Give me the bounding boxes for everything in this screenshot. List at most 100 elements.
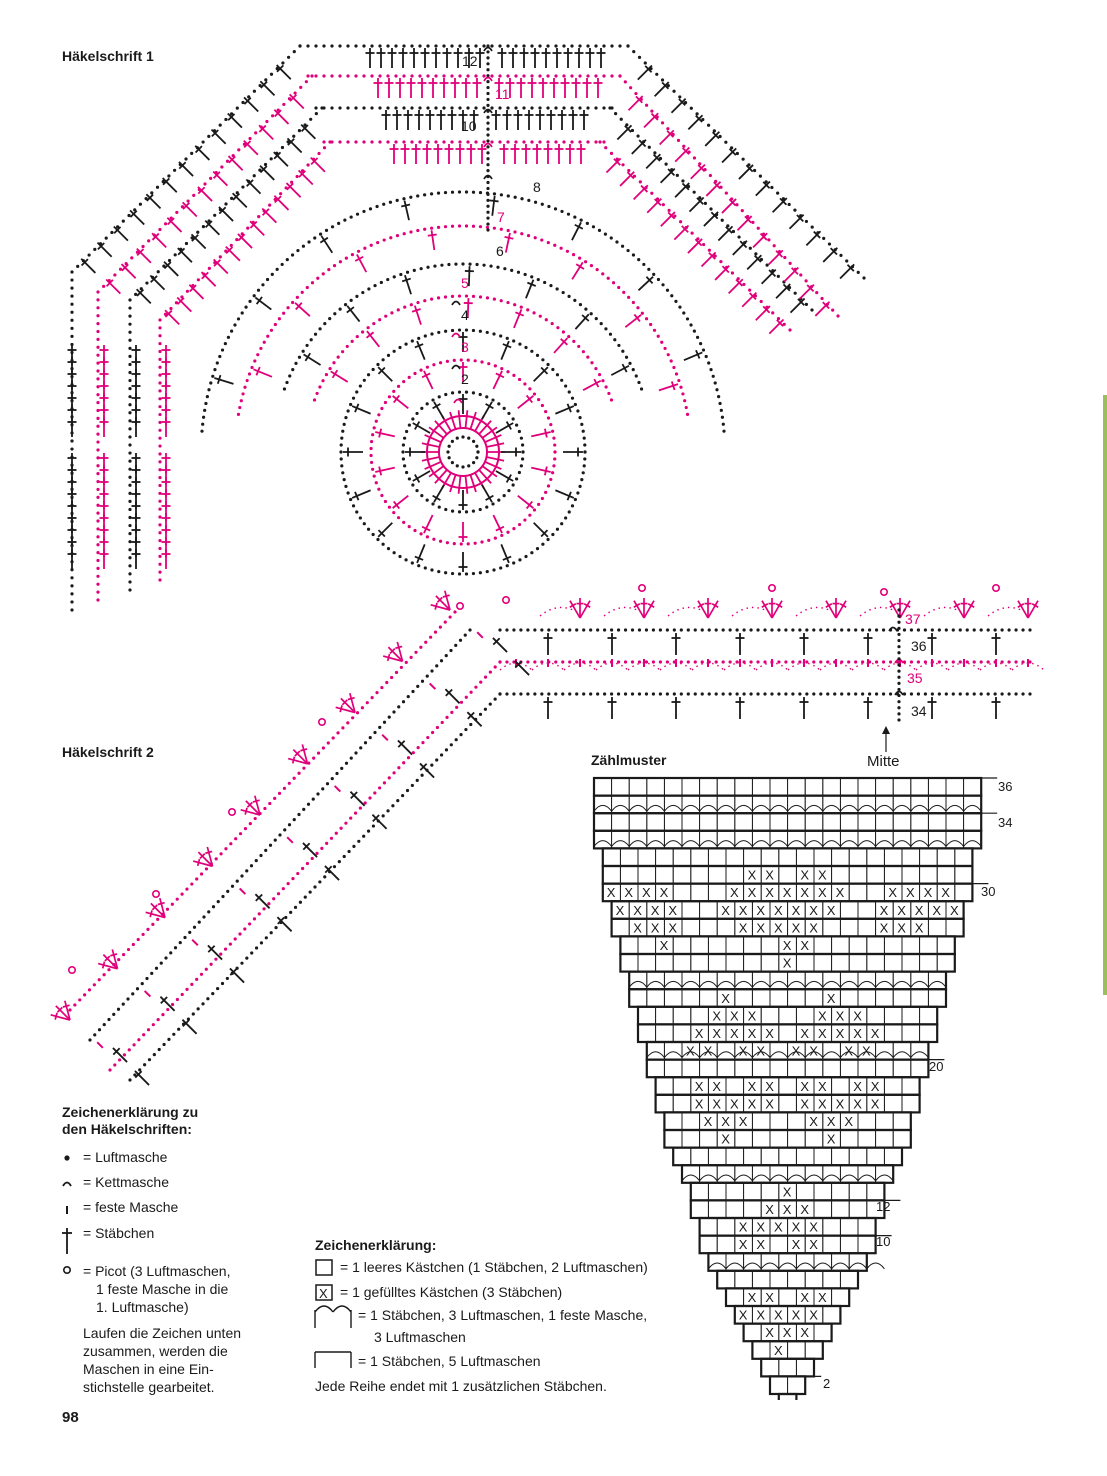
chain-dot [237,148,241,152]
chain-dot [267,902,271,906]
grid-cell [954,847,973,867]
chain-dot [756,628,760,632]
grid-cell [831,1076,850,1096]
grid-cell [646,795,665,814]
chain-dot [419,532,423,536]
treble-symbol [533,366,549,382]
chain-dot [252,917,257,921]
treble-symbol [113,225,129,242]
grid-cell [787,1129,806,1149]
chain-dot [452,541,456,546]
chain-dot [107,1017,111,1022]
treble-symbol [746,254,762,270]
grid-cell [866,865,885,885]
chain-dot [128,532,132,536]
chain-dot [259,941,264,945]
grid-cell [681,777,701,797]
chain-dot [464,510,469,514]
chain-dot [1028,660,1032,664]
grid-cell [707,1252,727,1272]
grid-cell [734,1270,753,1289]
treble-symbol [351,403,371,415]
chain-dot [131,942,135,947]
chain-dot [240,311,244,315]
chain-dot [305,861,310,866]
chain-dot [434,44,438,48]
filled-cell-mark: X [783,1184,792,1199]
chain-dot [627,295,631,299]
chain-dot [70,302,74,306]
treble-symbol [660,211,676,227]
chain-dot [199,972,204,976]
chain-dot [799,273,803,277]
filled-cell-mark: X [756,1237,765,1252]
chain-dot [551,532,555,537]
chain-dot [430,226,434,230]
picot-symbol [767,584,776,593]
chain-dot [402,74,406,78]
treble-symbol [214,374,234,385]
chain-dot [273,838,277,842]
arch-symbol [628,980,665,989]
chain-dot [392,349,396,353]
chain-dot [665,288,670,292]
chain-dot [434,140,438,144]
chain-dot [475,444,479,448]
chain-dot [482,44,486,48]
grid-cell [769,988,789,1008]
chain-dot [679,692,683,696]
chain-dot [96,495,100,499]
grid-cell [769,1041,789,1061]
chain-dot [485,569,489,574]
arch-symbol [664,804,700,813]
treble-symbol [596,48,606,68]
filled-cell-mark: X [818,1026,827,1041]
chain-dot [506,140,510,144]
treble-symbol [197,186,213,202]
chain-dot [327,268,331,272]
chain-dot [355,212,360,216]
treble-symbol [627,95,644,111]
chain-dot [737,235,741,239]
chain-dot [338,106,342,110]
treble-symbol [799,633,809,655]
grid-cell [628,971,648,990]
grid-cell [681,795,701,814]
arch-symbol [804,840,841,848]
chain-dot [450,571,455,576]
chain-dot [339,450,343,454]
chain-dot [322,44,326,48]
treble-symbol [472,78,482,98]
chain-dot [603,660,607,664]
chain-dot [351,716,355,720]
chain-dot [322,74,326,78]
chain-dot [782,322,786,326]
chain-dot [337,860,341,864]
grid-cell [769,830,789,849]
chain-dot [551,429,555,433]
chain-dot [474,74,478,78]
treble-symbol [254,296,272,311]
chain-dot [596,692,600,696]
treble-symbol [253,366,273,378]
chain-dot [404,342,408,346]
chain-dot [603,628,607,632]
chain-dot [854,628,858,632]
chain-dot [519,628,523,632]
chain-dot [394,74,398,78]
filled-cell-mark: X [739,903,748,918]
chain-dot [214,857,218,861]
chain-dot [362,834,366,838]
chain-dot [513,195,517,199]
treble-symbol [633,184,649,200]
grid-cell [690,1199,709,1219]
chain-dot [561,330,566,334]
chain-dot [133,1073,137,1077]
chain-dot [417,564,421,568]
chain-dot [490,74,494,78]
chain-dot [666,84,670,88]
grid-row-outline [724,1287,851,1308]
treble-symbol [494,78,504,98]
chain-dot [488,670,492,674]
grid-cell [892,1059,912,1078]
